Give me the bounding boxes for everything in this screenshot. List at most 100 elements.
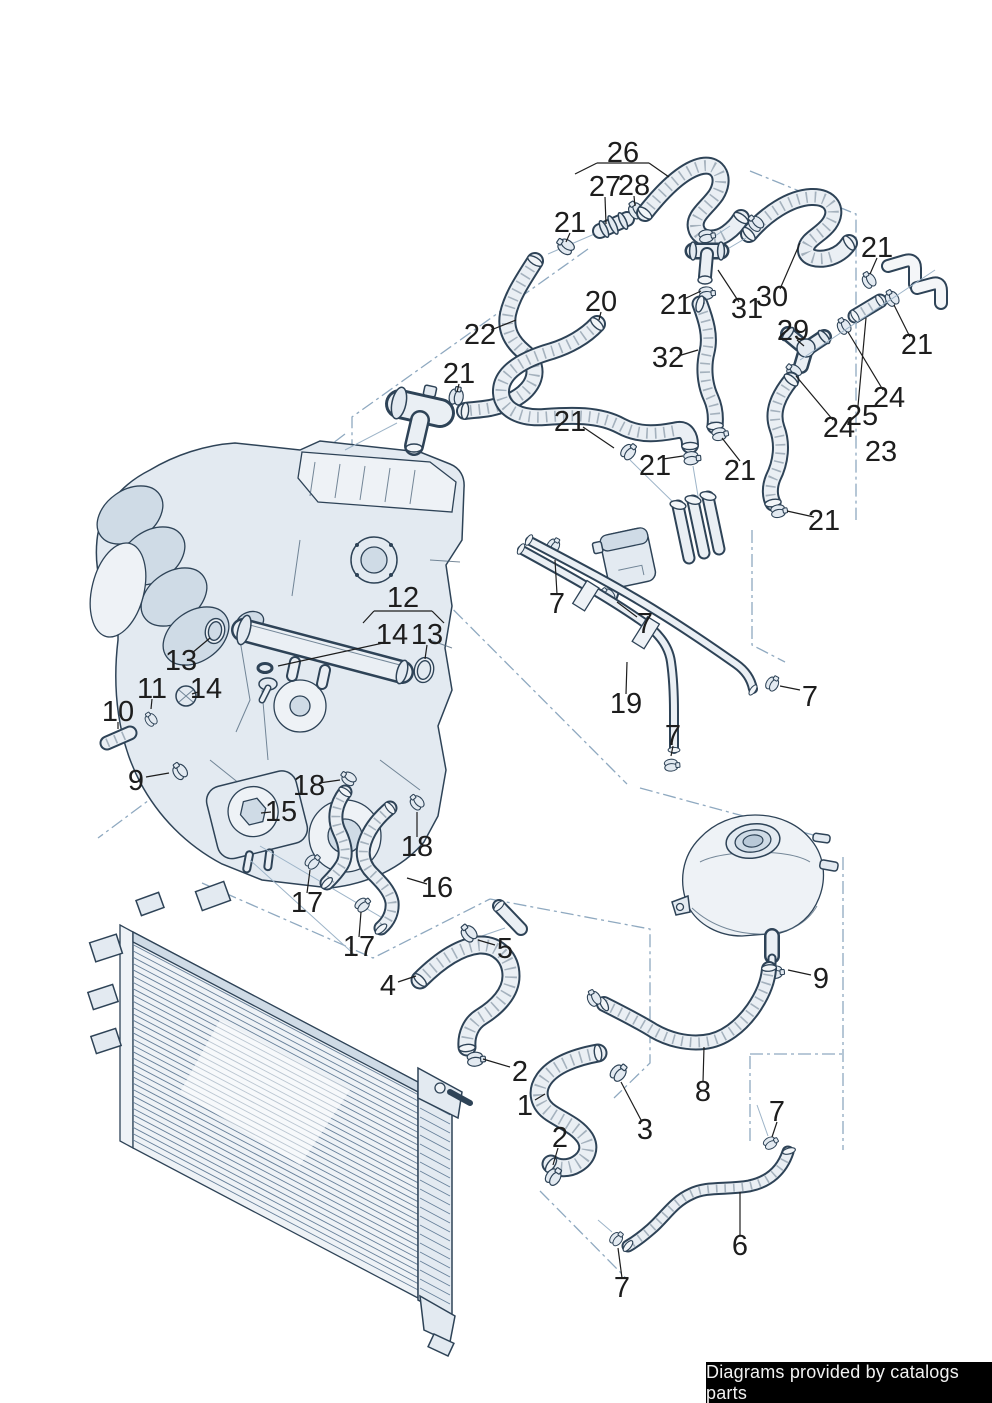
- part-callout-5: 5: [497, 933, 513, 965]
- hose-26: [635, 156, 751, 248]
- part-callout-14: 14: [376, 619, 408, 651]
- hose-16: [355, 800, 400, 937]
- part-callout-4: 4: [380, 970, 396, 1002]
- valve-cover: [297, 451, 457, 513]
- part-callout-7: 7: [802, 681, 818, 713]
- footer-bar: Diagrams provided by catalogs parts: [706, 1362, 992, 1403]
- part-callout-27: 27: [589, 171, 621, 203]
- sealing-plug-14: [175, 685, 197, 707]
- callout-leader: [552, 1147, 559, 1166]
- callout-leader: [150, 698, 153, 710]
- oil-cooler-15: [205, 770, 309, 874]
- hose-1: [529, 1043, 608, 1178]
- hose-clamp-3: [607, 1060, 631, 1085]
- callout-leader: [191, 637, 211, 654]
- callout-leader: [431, 610, 445, 624]
- hose-30: [740, 188, 858, 268]
- hose-25: [761, 371, 801, 512]
- part-callout-30: 30: [756, 281, 788, 313]
- callout-leader: [490, 319, 517, 331]
- callout-leader: [857, 317, 867, 407]
- part-callout-25: 25: [846, 400, 878, 432]
- part-callout-21: 21: [724, 455, 756, 487]
- part-callout-3: 3: [637, 1114, 653, 1146]
- hose-20: [492, 314, 700, 454]
- callout-leader: [397, 975, 417, 983]
- part-callout-1: 1: [517, 1090, 533, 1122]
- callout-leader: [604, 196, 607, 225]
- callout-leader: [482, 1058, 511, 1068]
- part-callout-18: 18: [293, 770, 325, 802]
- callout-leader: [795, 375, 834, 421]
- callout-leader: [869, 257, 878, 275]
- part-callout-8: 8: [695, 1076, 711, 1108]
- callout-leader: [847, 331, 884, 391]
- callout-leader: [617, 1247, 623, 1279]
- callout-leader: [779, 242, 801, 290]
- sealing-washer-14: [256, 662, 274, 674]
- part-callout-29: 29: [777, 315, 809, 347]
- callout-leader: [721, 437, 741, 462]
- hose-clamp-21: [858, 269, 879, 291]
- callout-leader: [260, 811, 272, 814]
- callout-leader: [786, 510, 815, 518]
- part-callout-2: 2: [512, 1056, 528, 1088]
- part-callout-7: 7: [665, 720, 681, 752]
- callout-leader: [574, 162, 598, 175]
- part-callout-21: 21: [554, 207, 586, 239]
- part-callout-10: 10: [102, 696, 134, 728]
- heater-pipes: [669, 490, 726, 565]
- drain-bolt-14: [258, 677, 278, 704]
- hose-clamp-7: [763, 672, 783, 694]
- part-callout-6: 6: [732, 1230, 748, 1262]
- callout-leader: [648, 162, 670, 178]
- part-callout-7: 7: [637, 608, 653, 640]
- hose-clamp-7: [663, 757, 681, 773]
- part-callout-21: 21: [861, 232, 893, 264]
- part-callout-21: 21: [554, 406, 586, 438]
- elbow-fitting: [881, 253, 948, 310]
- part-callout-14: 14: [190, 673, 222, 705]
- part-callout-28: 28: [618, 170, 650, 202]
- callout-leader: [554, 559, 558, 595]
- hose-clamp-21: [682, 450, 702, 466]
- callout-leader: [477, 939, 496, 946]
- part-callout-19: 19: [610, 688, 642, 720]
- bushing-10: [99, 725, 138, 751]
- connector-27: [592, 211, 635, 239]
- t-connector-31: [684, 241, 730, 285]
- part-callout-26: 26: [607, 137, 639, 169]
- callout-leader: [534, 1093, 546, 1101]
- part-callout-21: 21: [639, 450, 671, 482]
- part-callout-7: 7: [549, 588, 565, 620]
- part-callout-21: 21: [901, 329, 933, 361]
- hose-6: [621, 1145, 797, 1254]
- callout-leader: [620, 1081, 642, 1121]
- part-callout-22: 22: [464, 319, 496, 351]
- callout-leader: [683, 290, 702, 300]
- tank-nipple: [812, 832, 831, 844]
- radiator-brackets: [86, 880, 473, 1357]
- callout-leader: [306, 869, 311, 894]
- callout-leader: [702, 1046, 705, 1083]
- callout-leader: [598, 311, 602, 321]
- callout-leader: [456, 383, 460, 393]
- part-callout-17: 17: [291, 887, 323, 919]
- callout-leader: [771, 1121, 778, 1138]
- footer-text: Diagrams provided by catalogs parts: [706, 1361, 959, 1403]
- part-callout-9: 9: [813, 963, 829, 995]
- hose-clamp-7: [761, 1133, 781, 1152]
- callout-leader: [893, 304, 911, 338]
- part-callout-24: 24: [873, 382, 905, 414]
- hose-stub-25: [847, 293, 888, 324]
- callout-leader: [565, 232, 571, 243]
- callout-leader: [717, 269, 740, 303]
- expansion-tank: [671, 814, 839, 971]
- callout-leader: [625, 661, 628, 695]
- callout-leader: [787, 969, 812, 976]
- callout-leader: [796, 339, 805, 347]
- callout-leader: [424, 644, 428, 660]
- callout-leader: [670, 745, 674, 757]
- part-callout-20: 20: [585, 286, 617, 318]
